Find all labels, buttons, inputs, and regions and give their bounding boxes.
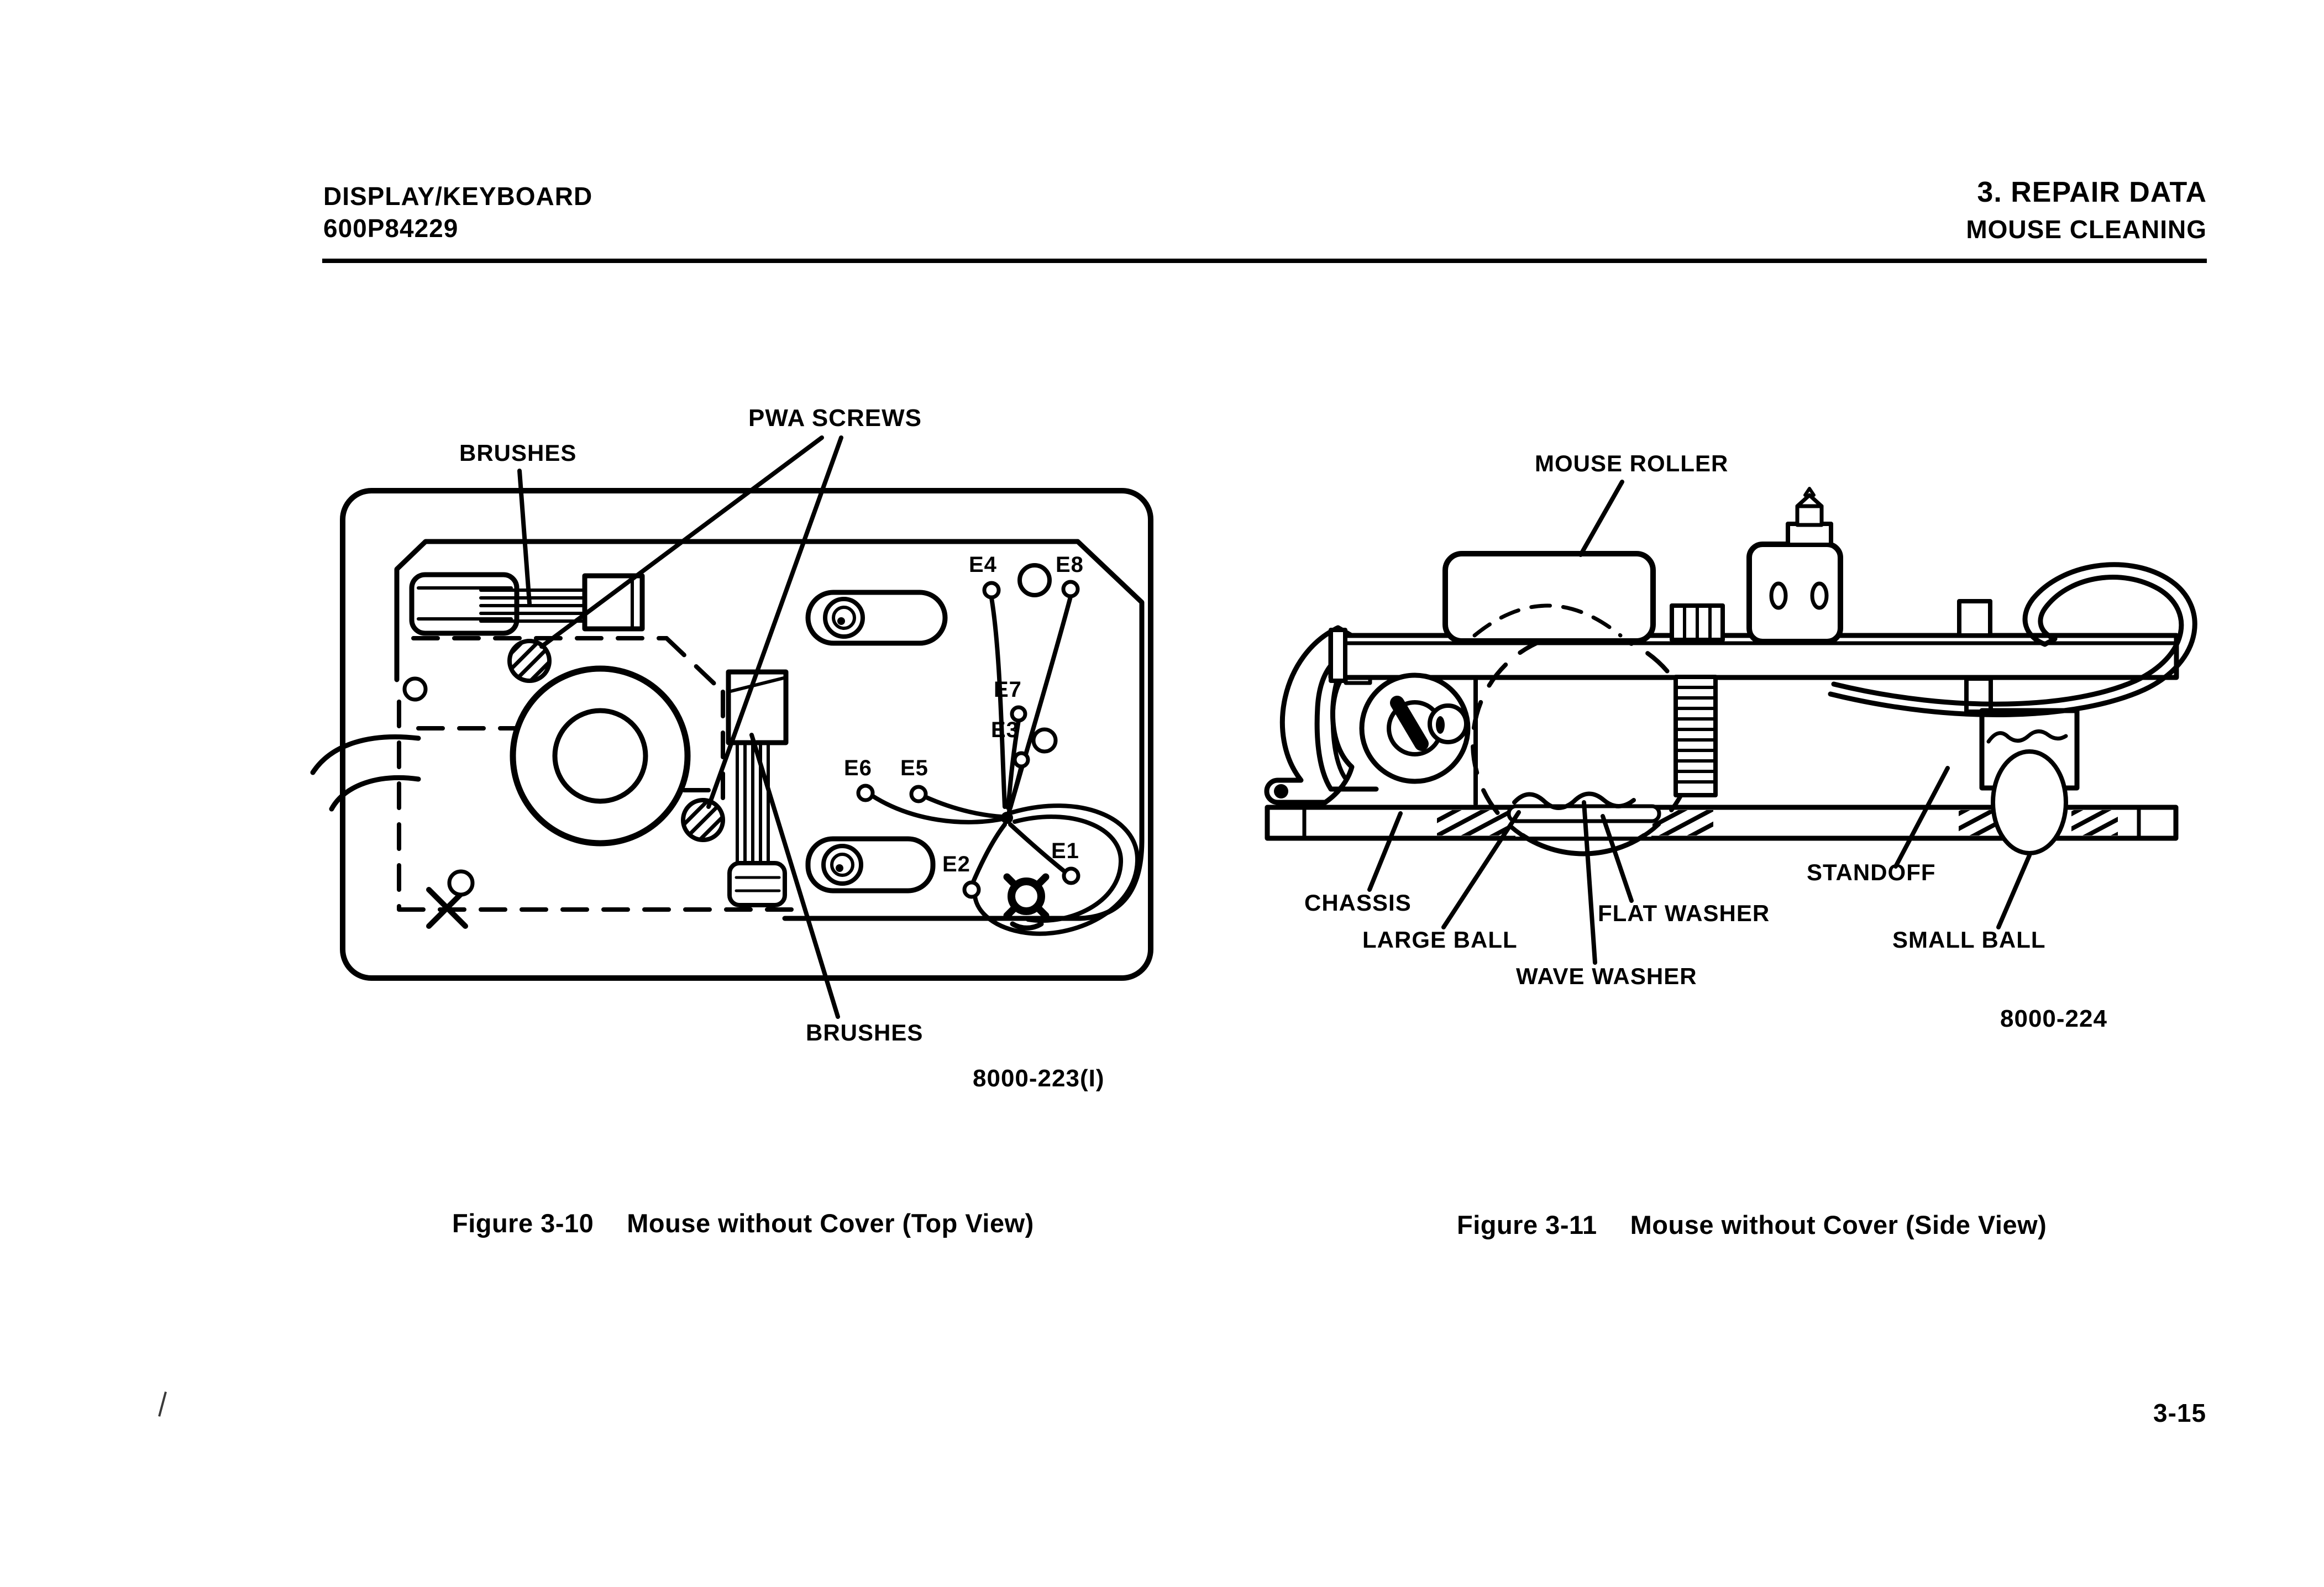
header-product-line: DISPLAY/KEYBOARD (323, 182, 593, 211)
standoff-top-block (1957, 599, 1992, 638)
label-e6: E6 (844, 756, 872, 780)
figure-3-11-caption-title: Mouse without Cover (Side View) (1630, 1210, 2047, 1239)
test-point-e1 (1062, 866, 1080, 885)
test-points (856, 563, 1080, 899)
leader-chassis (1367, 811, 1403, 892)
ball-retainer-ring-inner (552, 708, 648, 804)
label-wave-washer: WAVE WASHER (1516, 963, 1697, 989)
label-e4: E4 (969, 553, 997, 577)
label-e8: E8 (1056, 553, 1084, 577)
figure-3-11-caption-number: Figure 3-11 (1457, 1210, 1597, 1239)
test-point-e5 (909, 785, 928, 803)
label-large-ball: LARGE BALL (1362, 927, 1518, 953)
figure-side-view-drawing (1264, 480, 2197, 965)
label-pwa-screws: PWA SCREWS (748, 404, 922, 432)
body-hole-left (402, 676, 428, 702)
test-point-e2 (962, 880, 981, 899)
leader-brushes-bottom (749, 733, 840, 1019)
wire-loop (973, 803, 1140, 936)
connector-screw-dashed (1003, 873, 1050, 931)
screw-slot-bottom (805, 836, 936, 894)
label-brushes-bottom: BRUSHES (806, 1020, 924, 1045)
large-ball-bulge (1520, 833, 1647, 856)
page-number: 3-15 (2153, 1399, 2207, 1427)
pwa-hole-mid (1031, 727, 1058, 754)
pwa-hole-top (1017, 563, 1052, 597)
label-small-ball: SMALL BALL (1892, 927, 2046, 953)
label-standoff: STANDOFF (1807, 859, 1936, 885)
label-brushes-top: BRUSHES (459, 440, 577, 466)
label-e5: E5 (900, 756, 928, 780)
figure-3-10-drawing-number: 8000-223(I) (973, 1065, 1105, 1092)
roller-shaft (1359, 672, 1471, 784)
test-point-e7 (1010, 705, 1027, 723)
pwa-screw-top (507, 639, 552, 683)
small-ball-shape (1991, 749, 2068, 855)
test-point-e8 (1061, 580, 1080, 598)
leader-lines-side-view (1367, 480, 2032, 965)
connector-block-side (1670, 603, 1725, 642)
signal-wires (870, 595, 1073, 885)
cable-loop-side (1828, 562, 2197, 717)
figure-3-11-drawing-number: 8000-224 (2000, 1005, 2107, 1032)
leader-wave-washer (1582, 800, 1597, 965)
label-e3: E3 (991, 718, 1019, 742)
brush-assembly-top (409, 572, 645, 636)
figure-3-10-caption-number: Figure 3-10 (452, 1208, 594, 1238)
header-section-subtitle: MOUSE CLEANING (1966, 215, 2207, 244)
wire-knot (1001, 812, 1013, 824)
screw-slot-top (805, 590, 948, 646)
mouse-roller-housing (1442, 551, 1656, 644)
figure-3-10-caption: Figure 3-10 Mouse without Cover (Top View… (452, 1208, 1034, 1238)
test-point-e6 (856, 784, 875, 802)
header-part-number: 600P84229 (323, 214, 459, 243)
label-e7: E7 (994, 677, 1022, 702)
cover-screw-x (426, 869, 475, 929)
figure-top-view-drawing (310, 435, 1153, 1019)
test-point-e3 (1013, 751, 1030, 769)
leader-small-ball (1996, 853, 2032, 929)
figure-3-10-caption-title: Mouse without Cover (Top View) (627, 1208, 1034, 1238)
leader-flat-washer (1601, 814, 1634, 903)
leader-large-ball (1441, 810, 1521, 929)
encoder-module (1746, 487, 1843, 644)
wave-washer-shape (1512, 791, 1636, 810)
encoder-ladder (1674, 675, 1718, 797)
header-rule (322, 259, 2207, 263)
standoff-post (1964, 676, 1993, 714)
figure-3-11-caption: Figure 3-11 Mouse without Cover (Side Vie… (1457, 1210, 2047, 1240)
leader-pwa-screw-2 (706, 435, 843, 809)
pwa-screw-bottom (681, 798, 725, 842)
leader-brushes-top (517, 469, 532, 606)
leader-standoff (1893, 766, 1950, 869)
label-e1: E1 (1051, 839, 1079, 863)
cable-exit (310, 734, 421, 812)
leader-mouse-roller (1578, 480, 1624, 557)
chassis-hatching (1437, 810, 2118, 835)
label-mouse-roller: MOUSE ROLLER (1535, 450, 1729, 476)
leader-lines-top-view (517, 435, 843, 1019)
label-e2: E2 (942, 852, 970, 876)
label-flat-washer: FLAT WASHER (1598, 900, 1770, 926)
header-section-title: 3. REPAIR DATA (1977, 176, 2207, 208)
label-chassis: CHASSIS (1304, 890, 1412, 916)
leader-pwa-screw-1 (539, 435, 824, 649)
test-point-e4 (982, 581, 1001, 600)
